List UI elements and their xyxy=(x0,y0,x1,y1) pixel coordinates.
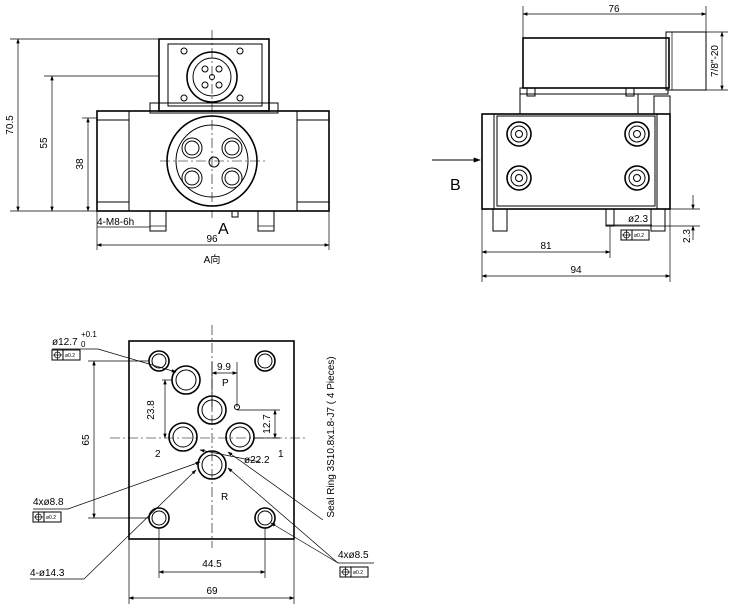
dim-mount-spacing: 44.5 xyxy=(202,559,222,570)
dim-height-mid: 55 xyxy=(39,137,50,149)
locating-pin xyxy=(605,208,615,227)
tolerance-value: ø0.2 xyxy=(65,353,75,359)
thread-note: 4-M8-6h xyxy=(97,217,134,228)
connector-base-step xyxy=(149,102,279,114)
connector-pin xyxy=(215,65,223,73)
dim-top-width: 76 xyxy=(608,4,620,15)
mounting-stud xyxy=(492,208,508,232)
position-tolerance-frame: ø0.2 xyxy=(620,229,650,241)
view-direction-label: A向 xyxy=(204,253,221,266)
port-2-bore xyxy=(168,422,198,452)
mount-hole xyxy=(254,507,276,529)
port-hole-note: 4xø8.5 xyxy=(338,550,369,561)
dim-body-width-bottom: 69 xyxy=(206,586,218,597)
dim-pin-dia: ø2.3 xyxy=(628,214,648,225)
dim-mount-height: 65 xyxy=(81,434,92,446)
bolt-head-icon xyxy=(506,165,532,191)
dim-circle-dia: ø22.2 xyxy=(244,455,270,466)
connector-screw-icon xyxy=(180,94,188,102)
dim-coil-thread: 7/8"-20 xyxy=(710,45,721,77)
mount-hole xyxy=(148,350,170,372)
position-tolerance-frame: ø0.2 xyxy=(339,566,369,578)
mounting-stud xyxy=(650,208,666,232)
dim-pin-position: 81 xyxy=(540,241,552,252)
dim-port-spacing: 12.7 xyxy=(262,414,273,434)
connector-screw-icon xyxy=(236,47,244,55)
dim-pin-offset-x: 9.9 xyxy=(217,362,231,373)
dim-width: 96 xyxy=(206,234,218,245)
counterbore-note: 4-ø14.3 xyxy=(30,568,65,579)
coil-body xyxy=(522,37,670,89)
position-tolerance-frame: ø0.2 xyxy=(32,511,62,523)
port-2-label: 2 xyxy=(155,449,161,460)
port-p-bore xyxy=(171,365,201,395)
dim-pin-offset-y: 23.8 xyxy=(146,400,157,420)
dim-height-low: 38 xyxy=(75,158,86,170)
valve-body-side xyxy=(481,113,671,210)
port-1-label: 1 xyxy=(278,449,284,460)
valve-body-front xyxy=(96,110,330,212)
view-arrow-letter-b: B xyxy=(450,177,461,194)
bolt-head-icon xyxy=(624,121,650,147)
connector-pin xyxy=(201,65,209,73)
port-p-label: P xyxy=(222,378,229,389)
mount-hole-note: 4xø8.8 xyxy=(33,497,64,508)
mounting-stud xyxy=(149,210,167,232)
mounting-stud xyxy=(257,210,275,232)
dim-pin-height: 2.3 xyxy=(682,229,693,243)
dim-body-width: 94 xyxy=(570,265,582,276)
bore-dia-main: ø12.7 xyxy=(52,337,78,348)
mount-hole xyxy=(254,350,276,372)
position-tolerance-frame: ø0.2 xyxy=(51,349,81,361)
coil-connector xyxy=(665,31,707,91)
bore-dia-tol-upper: +0.1 xyxy=(81,330,97,339)
connector-screw-icon xyxy=(236,94,244,102)
connector-pin xyxy=(201,81,209,89)
view-arrow-letter-a: A xyxy=(218,221,229,238)
connector-plug-outer xyxy=(186,51,238,103)
bolt-head-icon xyxy=(506,121,532,147)
tolerance-value: ø0.2 xyxy=(353,570,363,576)
mount-hole xyxy=(148,507,170,529)
tolerance-value: ø0.2 xyxy=(634,233,644,239)
connector-pin xyxy=(215,81,223,89)
port-1-bore xyxy=(225,422,255,452)
front-view: 70.5 55 38 4-M8-6h 96 A A向 xyxy=(5,30,330,266)
tolerance-value: ø0.2 xyxy=(46,515,56,521)
port-r-label: R xyxy=(221,492,228,503)
bore-dia-tol-lower: 0 xyxy=(81,340,86,349)
connector-flange xyxy=(167,43,263,107)
dim-height-total: 70.5 xyxy=(5,115,16,135)
mounting-face xyxy=(128,340,295,540)
side-view: 76 7/8"-20 B ø2.3 ø0.2 2.3 81 xyxy=(432,4,728,282)
seal-ring-note: Seal Ring 3S10.8x1.8-J7 ( 4 Pieces) xyxy=(326,356,337,517)
connector-screw-icon xyxy=(180,47,188,55)
bottom-view: ø12.7 +0.1 0 ø0.2 9.9 P 23.8 12.7 2 1 xyxy=(30,325,374,604)
bolt-head-icon xyxy=(624,165,650,191)
